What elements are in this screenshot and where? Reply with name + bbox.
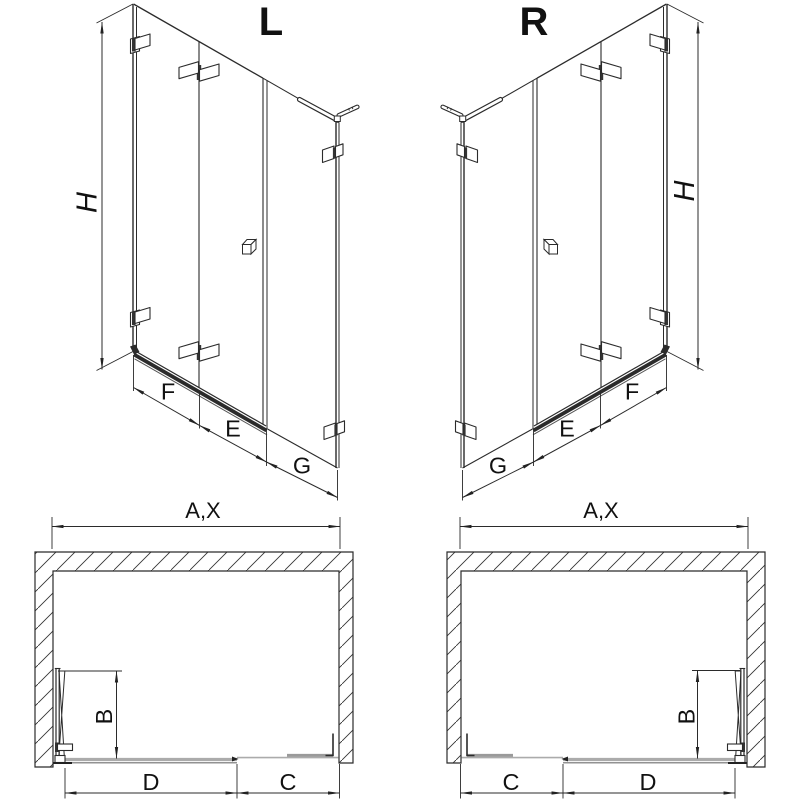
plan-right-total-width-label: A,X — [583, 498, 619, 523]
right-panel2-width-label: E — [559, 416, 575, 442]
left-height-label: H — [72, 192, 104, 213]
plan-left-depth-label: B — [91, 709, 117, 725]
left-panel3-width-label: G — [293, 453, 311, 479]
right-variant-label: R — [520, 0, 549, 44]
right-panel3-width-label: G — [489, 453, 507, 479]
left-variant-label: L — [259, 0, 283, 44]
plan-right-fixed-width-label: C — [503, 769, 520, 795]
plan-left-door-width-label: D — [143, 769, 160, 795]
right-height-label: H — [669, 180, 701, 201]
plan-right-door-width-label: D — [640, 769, 657, 795]
plan-left-fixed-width-label: C — [280, 769, 297, 795]
plan-right-wall-hatch — [446, 551, 766, 768]
plan-left-total-width-label: A,X — [185, 498, 221, 523]
plan-right-depth-label: B — [674, 709, 700, 725]
plan-right-depth-dimension — [692, 669, 740, 760]
left-panel1-width-label: F — [161, 379, 175, 405]
plan-left-depth-dimension — [58, 670, 122, 760]
right-panel1-width-label: F — [625, 379, 639, 405]
left-panel2-width-label: E — [225, 416, 241, 442]
plan-left-wall-hatch — [34, 551, 354, 768]
